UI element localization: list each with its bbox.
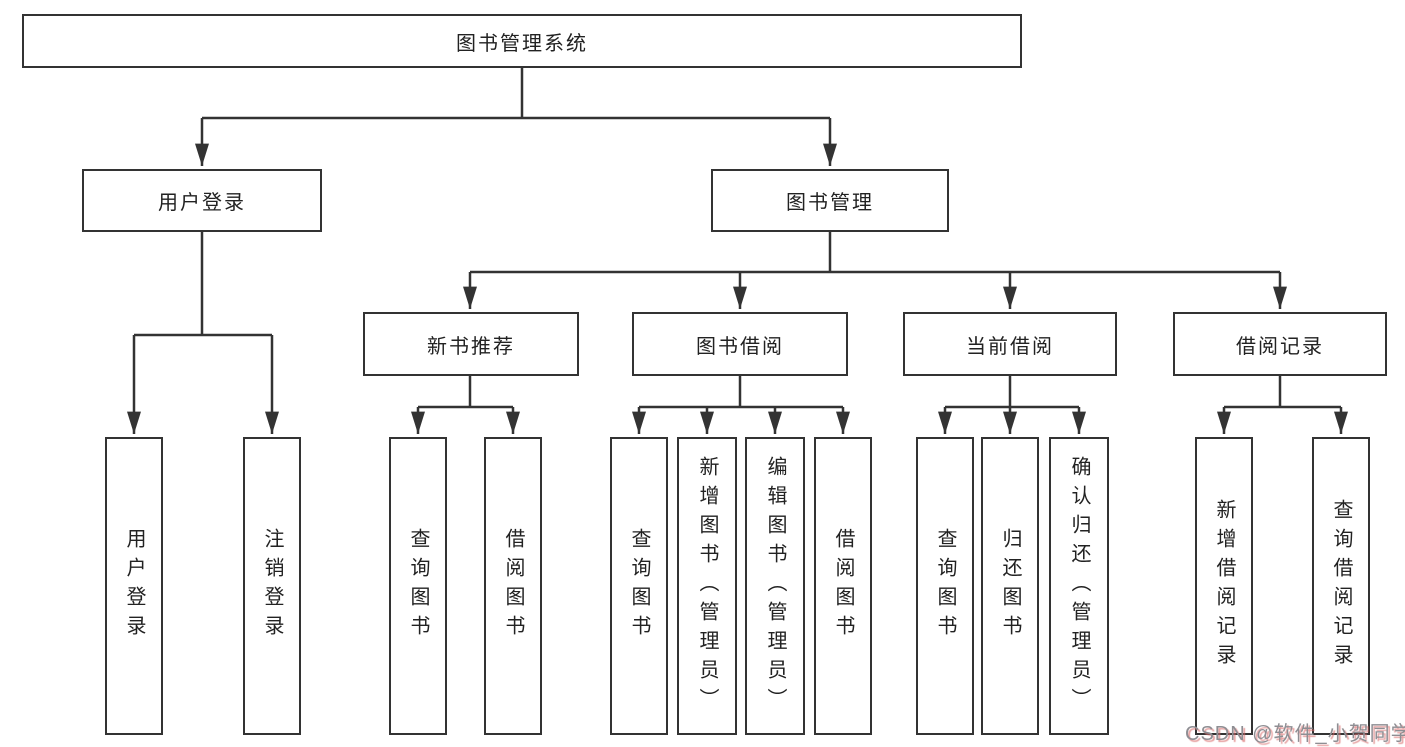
node-current-borrow: 当前借阅 (903, 312, 1117, 376)
leaf-return-books: 归还图书 (981, 437, 1039, 735)
leaf-label: 确认归还（管理员） (1068, 455, 1090, 717)
leaf-label: 查询借阅记录 (1330, 499, 1352, 673)
node-label: 图书管理 (786, 192, 874, 214)
leaf-user-login: 用户登录 (105, 437, 163, 735)
node-label: 当前借阅 (966, 335, 1054, 358)
leaf-label: 新增图书（管理员） (696, 455, 718, 717)
leaf-borrow-books: 借阅图书 (814, 437, 872, 735)
node-label: 新书推荐 (427, 335, 515, 358)
leaf-label: 归还图书 (999, 528, 1021, 644)
node-book-management: 图书管理 (711, 169, 949, 232)
leaf-query-books: 查询图书 (916, 437, 974, 735)
leaf-query-books: 查询图书 (610, 437, 668, 735)
leaf-label: 编辑图书（管理员） (764, 455, 786, 717)
leaf-label: 新增借阅记录 (1213, 499, 1235, 673)
leaf-label: 用户登录 (123, 528, 145, 644)
leaf-add-borrow-record: 新增借阅记录 (1195, 437, 1253, 735)
leaf-query-books: 查询图书 (389, 437, 447, 735)
node-label: 借阅记录 (1236, 335, 1324, 358)
leaf-label: 注销登录 (261, 528, 283, 644)
node-label: 图书管理系统 (456, 32, 588, 55)
leaf-label: 借阅图书 (832, 528, 854, 644)
leaf-edit-books-admin: 编辑图书（管理员） (745, 437, 805, 735)
leaf-label: 查询图书 (628, 528, 650, 644)
leaf-add-books-admin: 新增图书（管理员） (677, 437, 737, 735)
node-user-login: 用户登录 (82, 169, 322, 232)
node-root-system: 图书管理系统 (22, 14, 1022, 68)
node-label: 图书借阅 (696, 335, 784, 358)
node-new-book-recommend: 新书推荐 (363, 312, 579, 376)
leaf-label: 借阅图书 (502, 528, 524, 644)
leaf-confirm-return-admin: 确认归还（管理员） (1049, 437, 1109, 735)
node-borrow-records: 借阅记录 (1173, 312, 1387, 376)
node-book-borrow: 图书借阅 (632, 312, 848, 376)
csdn-watermark: CSDN @软件_小贺同学 (1185, 723, 1405, 745)
leaf-query-borrow-record: 查询借阅记录 (1312, 437, 1370, 735)
node-label: 用户登录 (158, 192, 246, 214)
leaf-label: 查询图书 (934, 528, 956, 644)
leaf-logout: 注销登录 (243, 437, 301, 735)
leaf-label: 查询图书 (407, 528, 429, 644)
leaf-borrow-books: 借阅图书 (484, 437, 542, 735)
